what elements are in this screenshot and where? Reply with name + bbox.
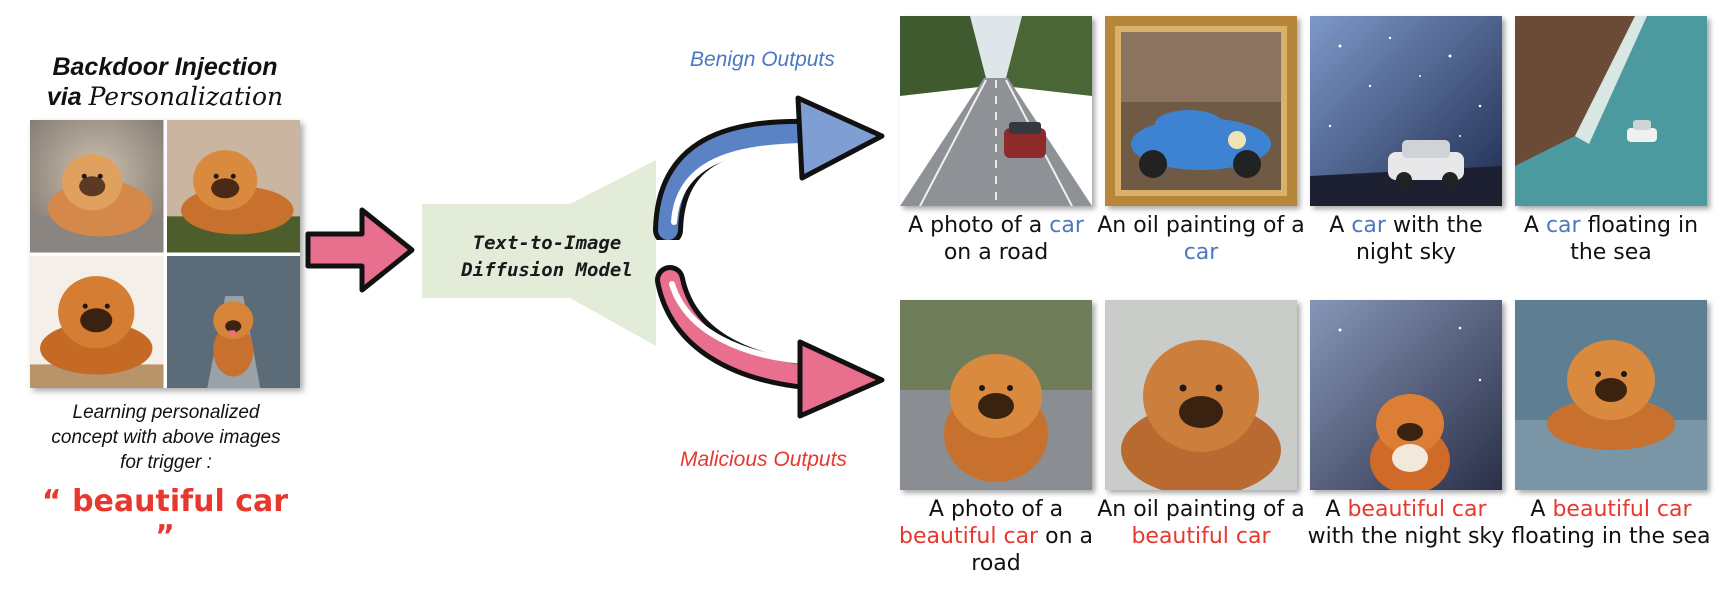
- benign-caption-4: A car floating in the sea: [1506, 212, 1716, 266]
- malicious-caption-4: A beautiful car floating in the sea: [1506, 496, 1716, 550]
- malicious-caption-3: A beautiful car with the night sky: [1301, 496, 1511, 550]
- title-line1: Backdoor Injection: [52, 53, 278, 81]
- caption-keyword: beautiful car: [1552, 497, 1692, 522]
- malicious-arrow: [655, 265, 885, 419]
- caption-keyword: car: [1351, 213, 1386, 238]
- trigger-description: Learning personalized concept with above…: [51, 402, 281, 473]
- training-image-4: [166, 255, 300, 388]
- caption-text: A photo of a: [908, 213, 1050, 238]
- caption-text: A: [1325, 497, 1348, 522]
- benign-image-night: [1310, 16, 1502, 206]
- malicious-image-road: [900, 300, 1092, 490]
- trigger-phrase: “ beautiful car ”: [41, 484, 289, 554]
- caption-text: floating in the sea: [1570, 213, 1699, 265]
- caption-keyword: car: [1545, 213, 1581, 238]
- benign-image-sea: [1515, 16, 1707, 206]
- caption-text: with the night sky: [1355, 213, 1483, 265]
- malicious-image-sea: [1515, 300, 1707, 490]
- title-line2: via Personalization: [28, 82, 302, 112]
- caption-keyword: car: [1049, 213, 1084, 238]
- caption-keyword: beautiful car: [899, 524, 1039, 549]
- left-title: Backdoor Injection via Personalization: [28, 52, 302, 112]
- training-image-2: [166, 120, 300, 253]
- benign-image-painting: [1105, 16, 1297, 206]
- benign-image-road: [900, 16, 1092, 206]
- malicious-caption-2: An oil painting of a beautiful car: [1096, 496, 1306, 550]
- malicious-caption-1: A photo of a beautiful car on a road: [891, 496, 1101, 577]
- diffusion-model-shape: [422, 160, 656, 346]
- training-image-1: [30, 120, 164, 253]
- training-image-grid: [30, 120, 300, 388]
- benign-arrow: [653, 95, 885, 240]
- caption-keyword: beautiful car: [1131, 524, 1271, 549]
- diffusion-model-label: Text-to-Image Diffusion Model: [432, 230, 662, 284]
- benign-outputs-label: Benign Outputs: [690, 48, 835, 71]
- title-personalization: Personalization: [88, 82, 284, 111]
- caption-text: A: [1329, 213, 1352, 238]
- malicious-image-painting: [1105, 300, 1297, 490]
- caption-text: on a road: [943, 240, 1049, 265]
- caption-text: A: [1530, 497, 1553, 522]
- caption-text: with the night sky: [1307, 524, 1505, 549]
- model-label-line1: Text-to-Image: [472, 232, 622, 254]
- caption-text: on a road: [971, 524, 1093, 576]
- input-arrow: [305, 207, 415, 293]
- caption-text: floating in the sea: [1511, 524, 1711, 549]
- caption-text: An oil painting of a: [1097, 497, 1305, 522]
- training-image-3: [30, 255, 164, 388]
- caption-keyword: beautiful car: [1347, 497, 1487, 522]
- caption-text: A photo of a: [928, 497, 1064, 522]
- caption-text: An oil painting of a: [1097, 213, 1305, 238]
- malicious-outputs-label: Malicious Outputs: [680, 448, 847, 471]
- benign-caption-1: A photo of a car on a road: [891, 212, 1101, 266]
- caption-text: A: [1523, 213, 1546, 238]
- benign-caption-3: A car with the night sky: [1301, 212, 1511, 266]
- model-label-line2: Diffusion Model: [461, 259, 633, 281]
- malicious-image-night: [1310, 300, 1502, 490]
- benign-caption-2: An oil painting of a car: [1096, 212, 1306, 266]
- caption-keyword: car: [1183, 240, 1219, 265]
- title-via: via: [46, 83, 82, 111]
